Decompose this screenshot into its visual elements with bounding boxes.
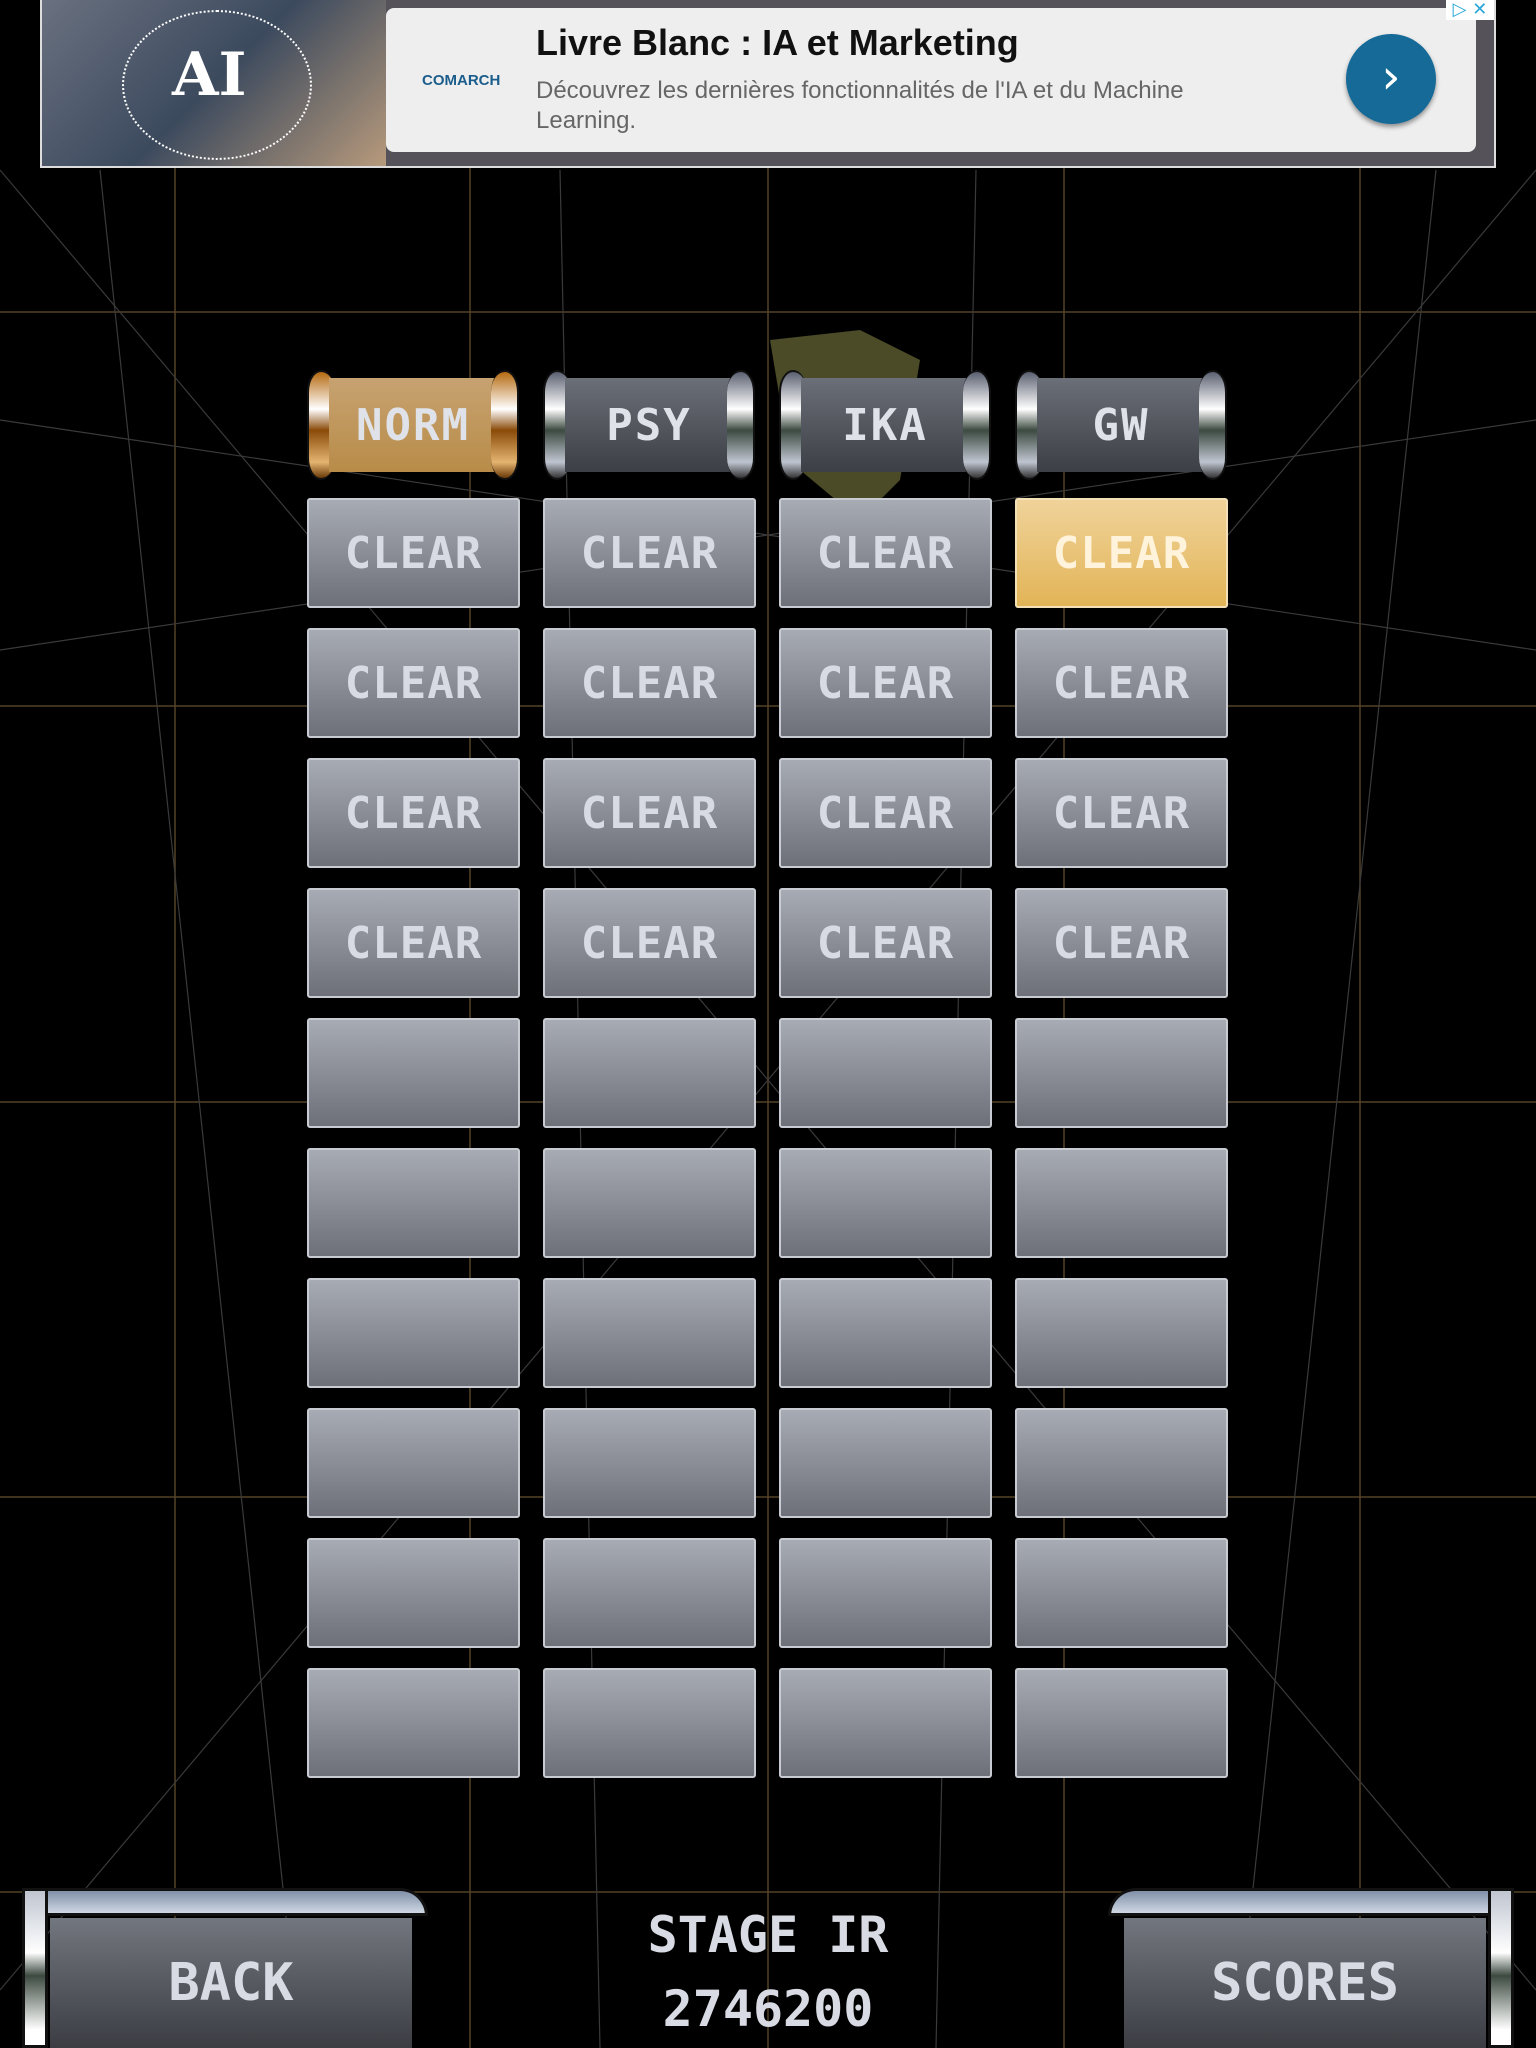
- stage-cell[interactable]: CLEAR: [779, 758, 992, 868]
- adchoices-icon[interactable]: ▷: [1452, 0, 1467, 20]
- stage-cell[interactable]: CLEAR: [543, 628, 756, 738]
- tab-ika[interactable]: IKA: [779, 370, 991, 480]
- ad-image-text: AI: [172, 40, 247, 110]
- stage-cell[interactable]: [307, 1538, 520, 1648]
- stage-cell[interactable]: CLEAR: [307, 498, 520, 608]
- stage-cell[interactable]: [1015, 1018, 1228, 1128]
- stage-cell[interactable]: [779, 1668, 992, 1778]
- stage-cell[interactable]: CLEAR: [307, 758, 520, 868]
- stage-cell[interactable]: CLEAR: [1015, 888, 1228, 998]
- stage-cell[interactable]: [1015, 1408, 1228, 1518]
- tab-cap: [963, 370, 991, 480]
- stage-cell[interactable]: CLEAR: [1015, 758, 1228, 868]
- stage-cell[interactable]: [543, 1148, 756, 1258]
- tab-cap: [727, 370, 755, 480]
- ad-image[interactable]: AI: [42, 0, 386, 166]
- stage-cell[interactable]: [1015, 1278, 1228, 1388]
- scores-label: SCORES: [1124, 1918, 1486, 2048]
- stage-cell[interactable]: [779, 1278, 992, 1388]
- stage-cell[interactable]: [779, 1408, 992, 1518]
- button-frame-side: [1488, 1888, 1514, 2048]
- ad-title[interactable]: Livre Blanc : IA et Marketing: [536, 22, 1019, 63]
- button-frame-top: [22, 1888, 428, 1916]
- ad-controls[interactable]: ▷ ✕: [1446, 0, 1494, 20]
- stage-cell[interactable]: [1015, 1538, 1228, 1648]
- stage-cell[interactable]: [543, 1538, 756, 1648]
- back-label: BACK: [50, 1918, 412, 2048]
- ad-network-graphic: [122, 10, 312, 160]
- tab-label: NORM: [329, 378, 497, 472]
- stage-cell[interactable]: CLEAR: [1015, 628, 1228, 738]
- stage-cell[interactable]: [307, 1668, 520, 1778]
- stage-cell[interactable]: CLEAR: [779, 498, 992, 608]
- ad-card[interactable]: COMARCH Livre Blanc : IA et Marketing Dé…: [386, 8, 1476, 152]
- ad-brand: COMARCH: [422, 72, 501, 89]
- stage-cell[interactable]: [307, 1148, 520, 1258]
- tab-label: IKA: [801, 378, 969, 472]
- stage-cell[interactable]: [779, 1148, 992, 1258]
- stage-cell[interactable]: CLEAR: [1015, 498, 1228, 608]
- button-frame-top: [1108, 1888, 1514, 1916]
- stage-cell[interactable]: [1015, 1668, 1228, 1778]
- chevron-right-icon[interactable]: ›: [1346, 34, 1436, 124]
- stage-cell[interactable]: CLEAR: [543, 888, 756, 998]
- tab-norm[interactable]: NORM: [307, 370, 519, 480]
- tab-psy[interactable]: PSY: [543, 370, 755, 480]
- stage-cell[interactable]: CLEAR: [779, 888, 992, 998]
- stage-cell[interactable]: CLEAR: [779, 628, 992, 738]
- ad-description: Découvrez les dernières fonctionnalités …: [536, 77, 1184, 134]
- tab-label: PSY: [565, 378, 733, 472]
- scores-button[interactable]: SCORES: [1108, 1888, 1514, 2048]
- stage-cell[interactable]: [779, 1538, 992, 1648]
- stage-cell[interactable]: CLEAR: [307, 628, 520, 738]
- stage-cell[interactable]: [779, 1018, 992, 1128]
- stage-label: STAGE IR: [647, 1906, 889, 1964]
- stage-cell[interactable]: [307, 1018, 520, 1128]
- score-value: 2746200: [662, 1980, 874, 2038]
- stage-cell[interactable]: CLEAR: [543, 758, 756, 868]
- stage-cell[interactable]: [1015, 1148, 1228, 1258]
- back-button[interactable]: BACK: [22, 1888, 428, 2048]
- stage-cell[interactable]: [543, 1278, 756, 1388]
- ad-banner[interactable]: AI COMARCH Livre Blanc : IA et Marketing…: [40, 0, 1496, 168]
- stage-cell[interactable]: [543, 1668, 756, 1778]
- stage-cell[interactable]: CLEAR: [543, 498, 756, 608]
- tab-gw[interactable]: GW: [1015, 370, 1227, 480]
- close-icon[interactable]: ✕: [1472, 0, 1488, 20]
- stage-cell[interactable]: [543, 1018, 756, 1128]
- stage-cell[interactable]: [543, 1408, 756, 1518]
- button-frame-side: [22, 1888, 48, 2048]
- stage-cell[interactable]: [307, 1408, 520, 1518]
- tab-label: GW: [1037, 378, 1205, 472]
- stage-cell[interactable]: CLEAR: [307, 888, 520, 998]
- tab-cap: [1199, 370, 1227, 480]
- stage-cell[interactable]: [307, 1278, 520, 1388]
- tab-cap: [491, 370, 519, 480]
